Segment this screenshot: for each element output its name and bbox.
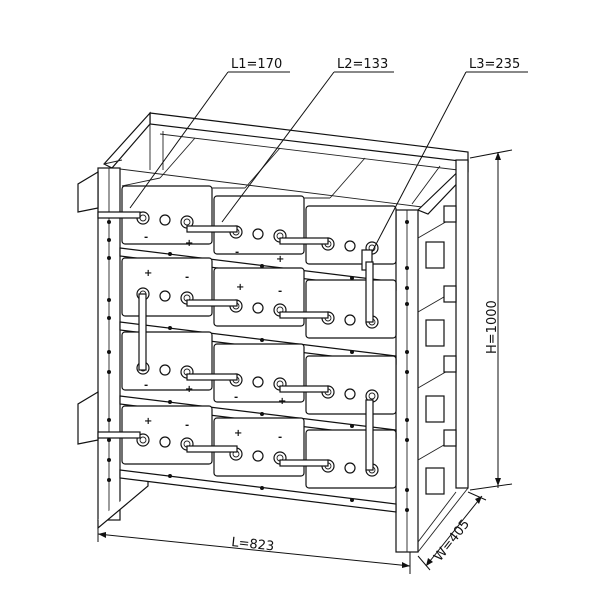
- base-shelf: [119, 469, 397, 513]
- label-height: H=1000: [485, 300, 500, 354]
- pol-plus: +: [278, 396, 286, 407]
- width-dimension: [417, 491, 487, 571]
- pol-minus: -: [235, 247, 239, 258]
- label-l3: L3=235: [469, 57, 520, 72]
- height-dimension: [469, 149, 513, 491]
- top-frame: [103, 111, 469, 209]
- length-dimension: [97, 520, 411, 574]
- pol-minus: -: [185, 420, 189, 431]
- label-l1: L1=170: [231, 57, 282, 72]
- pol-plus: +: [234, 428, 242, 439]
- pol-minus: -: [144, 380, 148, 391]
- pol-plus: +: [236, 282, 244, 293]
- dimension-leaders: [129, 71, 528, 253]
- battery-row-2: + - + -: [121, 257, 397, 339]
- label-l2: L2=133: [337, 57, 388, 72]
- label-length: L=823: [231, 535, 275, 554]
- pol-plus: +: [144, 268, 152, 279]
- right-front-post: [395, 159, 469, 553]
- right-side-brackets: [417, 205, 457, 495]
- pol-minus: -: [234, 392, 238, 403]
- pol-plus: +: [185, 238, 193, 249]
- pol-minus: -: [278, 432, 282, 443]
- battery-row-4: + - + -: [97, 399, 397, 489]
- label-width: W=405: [431, 517, 473, 565]
- pol-minus: -: [185, 272, 189, 283]
- pol-minus: -: [278, 286, 282, 297]
- battery-row-3: - + - +: [121, 293, 397, 415]
- pol-plus: +: [185, 384, 193, 395]
- pol-minus: -: [144, 232, 148, 243]
- pol-plus: +: [144, 416, 152, 427]
- pol-plus: +: [276, 254, 284, 265]
